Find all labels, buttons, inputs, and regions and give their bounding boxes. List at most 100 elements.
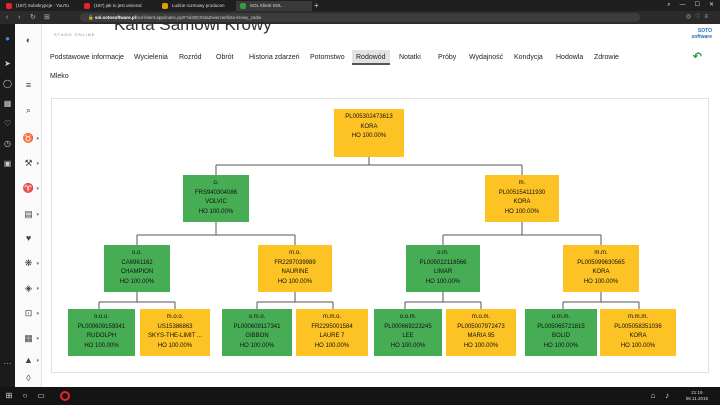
pedigree-node-sire[interactable]: o. FRS940304086 VOLVIC HO 100.00% — [183, 175, 249, 222]
tab-notatki[interactable]: Notatki — [399, 54, 421, 61]
browser-tab[interactable]: (187) Subskrypcje - YouTu — [2, 1, 78, 11]
pedigree-node-mmo[interactable]: m.m.o. FR2295001584 LAURE 7 HO 100.00% — [296, 309, 368, 356]
report-icon[interactable]: ▦▾ — [24, 333, 39, 343]
node-name: GIBBON — [245, 333, 269, 339]
search-icon[interactable]: ⌕ — [25, 105, 32, 115]
cart-icon[interactable]: ⊡▾ — [24, 308, 39, 318]
food-icon[interactable]: ❋▾ — [24, 258, 39, 268]
task-view-icon[interactable]: ▭ — [37, 391, 45, 400]
tab-wycielenia[interactable]: Wycielenia — [134, 54, 168, 61]
pedigree-connectors — [98, 157, 640, 309]
back-icon[interactable]: ‹ — [6, 14, 9, 21]
reload-icon[interactable]: ↻ — [30, 14, 36, 21]
search-tabs-icon[interactable]: ⌕ — [667, 2, 671, 8]
back-arrow-icon[interactable]: ↶ — [692, 51, 702, 63]
node-id: PL005154111930 — [498, 189, 546, 196]
browser-tab-strip: (187) Subskrypcje - YouTu (187) jak to j… — [0, 0, 720, 11]
node-id: PL005007972473 — [457, 323, 505, 330]
pedigree-node-moo[interactable]: m.o.o. US15386863 SKYS-THE-LIMIT ... HO … — [140, 309, 210, 356]
node-ho: HO 100.00% — [119, 278, 155, 285]
window-controls: ⌕ — ☐ ✕ — [667, 0, 714, 11]
windows-start-icon[interactable]: ⊞ — [5, 391, 13, 400]
node-relation: m. — [518, 180, 526, 186]
tab-potomstwo[interactable]: Potomstwo — [310, 54, 345, 61]
node-relation: m.o.o. — [166, 314, 184, 320]
pedigree-node-ooo[interactable]: o.o.o. PL000609159341 RUDOLPH HO 100.00% — [68, 309, 135, 356]
chart-icon[interactable]: ▲▾ — [24, 355, 39, 365]
menu-icon[interactable]: ≡ — [704, 14, 712, 20]
heart-icon[interactable]: ♡ — [3, 119, 12, 128]
node-ho: HO 100.00% — [463, 342, 499, 349]
url-field[interactable]: 🔒 sol.sotosoftware.pl/sol-klient-app/ind… — [80, 13, 640, 22]
messenger-icon[interactable]: ● — [5, 34, 10, 43]
pedigree-node-mo[interactable]: m.o. FR2297039989 NAURINE HO 100.00% — [258, 245, 332, 292]
taskbar-clock[interactable]: 21:19 08.11.2019 — [686, 390, 708, 402]
pedigree-node-root[interactable]: PL005302473613 KORA HO 100.00% — [334, 109, 404, 157]
calendar-icon[interactable]: ▤▾ — [24, 209, 39, 219]
tab-rozrod[interactable]: Rozród — [179, 54, 202, 61]
pedigree-node-omm[interactable]: o.m.m. PL005065721815 BOLID HO 100.00% — [525, 309, 597, 356]
node-ho: HO 100.00% — [198, 208, 234, 215]
bull-icon[interactable]: ♈▾ — [22, 183, 39, 193]
minimize-icon[interactable]: — — [679, 2, 686, 8]
health-heart-icon[interactable]: ♥ — [25, 233, 32, 243]
tab-obrot[interactable]: Obrót — [216, 54, 234, 61]
pedigree-node-omo[interactable]: o.m.o. PL000609117341 GIBBON HO 100.00% — [222, 309, 292, 356]
node-name: KORA — [513, 199, 531, 205]
tab-proby[interactable]: Próby — [438, 54, 457, 61]
forward-icon[interactable]: › — [18, 14, 21, 21]
browser-tab-label: SOL Klient SOL — [250, 3, 282, 8]
pedigree-node-mom[interactable]: m.o.m. PL005007972473 MARIA 95 HO 100.00… — [446, 309, 516, 356]
tab-rodowod[interactable]: Rodowód — [352, 50, 390, 65]
page-header: STADO ONLINE Karta Samowi Krowy SOTO sof… — [42, 24, 720, 44]
cow-icon[interactable]: ♉▾ — [22, 133, 39, 143]
sol-icon — [240, 3, 246, 9]
clock-date: 08.11.2019 — [685, 396, 708, 401]
node-name: LIMAR — [433, 269, 453, 275]
box-icon[interactable]: ▣ — [3, 159, 12, 168]
tab-podstawowe-informacje[interactable]: Podstawowe informacje — [50, 54, 124, 61]
pedigree-node-oo[interactable]: o.o. CA6961162 CHAMPION HO 100.00% — [104, 245, 170, 292]
more-icon[interactable]: ··· — [3, 359, 12, 368]
tag-icon[interactable]: ◈▾ — [25, 283, 39, 293]
snapshot-icon[interactable]: ◎ — [685, 14, 696, 20]
node-name: CHAMPION — [120, 269, 154, 275]
node-name: KORA — [629, 333, 647, 339]
tab-kondycja[interactable]: Kondycja — [514, 54, 543, 61]
speed-dial-icon[interactable]: ⊞ — [44, 14, 50, 21]
send-icon[interactable]: ➤ — [4, 59, 11, 68]
tab-hodowla[interactable]: Hodowla — [556, 54, 584, 61]
tab-wydajnosc[interactable]: Wydajność — [469, 54, 504, 61]
node-ho: HO 100.00% — [157, 342, 193, 349]
node-relation: o.o.m. — [399, 314, 417, 320]
search-icon[interactable]: ○ — [22, 391, 28, 400]
drop-icon[interactable]: ◊ — [26, 373, 31, 383]
network-icon[interactable]: ⌂ — [650, 391, 656, 400]
pedigree-node-dam[interactable]: m. PL005154111930 KORA HO 100.00% — [485, 175, 559, 222]
browser-tab[interactable]: (187) jak to jest umierać — [80, 1, 156, 11]
browser-tab-active[interactable]: SOL Klient SOL — [236, 1, 312, 11]
volume-icon[interactable]: ♪ — [665, 391, 669, 400]
node-relation: m.m. — [594, 250, 608, 256]
heart-icon[interactable]: ♡ — [695, 14, 705, 20]
history-icon[interactable]: ◷ — [4, 139, 11, 148]
tab-zdrowie[interactable]: Zdrowie — [594, 54, 619, 61]
browser-tab[interactable]: Ludzie rozmowy producen — [158, 1, 234, 11]
whatsapp-icon[interactable]: ◯ — [3, 79, 12, 88]
node-id: PL005099630565 — [577, 259, 625, 266]
pedigree-node-mm[interactable]: m.m. PL005099630565 KORA HO 100.00% — [563, 245, 639, 292]
maximize-icon[interactable]: ☐ — [694, 2, 700, 8]
new-tab-icon[interactable]: + — [314, 1, 319, 10]
grid-icon[interactable]: ▦ — [3, 99, 12, 108]
tab-mleko[interactable]: Mleko — [50, 73, 69, 80]
pedigree-node-mmm[interactable]: m.m.m. PL005058351036 KORA HO 100.00% — [600, 309, 676, 356]
menu-icon[interactable]: ≡ — [25, 80, 32, 90]
opera-browser-icon[interactable] — [60, 391, 70, 401]
close-icon[interactable]: ✕ — [708, 2, 714, 8]
node-relation: o.m.m. — [551, 314, 571, 320]
pedigree-node-oom[interactable]: o.o.m. PL000669223245 LEE HO 100.00% — [374, 309, 442, 356]
tools-icon[interactable]: ⚒▾ — [24, 158, 39, 168]
tab-historia-zdarzen[interactable]: Historia zdarzeń — [249, 54, 300, 61]
node-id: US15386863 — [157, 323, 193, 330]
pedigree-node-om[interactable]: o.m. PL005022118566 LIMAR HO 100.00% — [406, 245, 480, 292]
